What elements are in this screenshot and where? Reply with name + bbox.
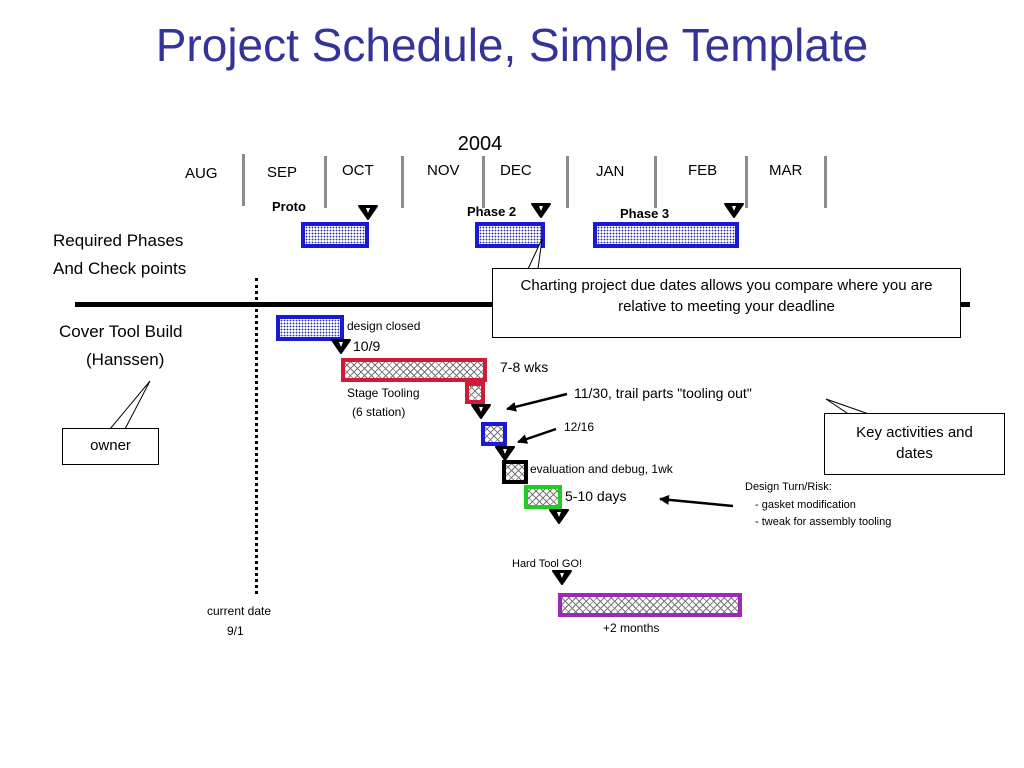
month-oct: OCT — [342, 162, 374, 179]
stations-label: (6 station) — [352, 405, 406, 419]
month-separator — [401, 156, 404, 208]
month-jan: JAN — [596, 163, 625, 180]
month-nov: NOV — [427, 162, 460, 179]
checkpoints-label: And Check points — [53, 259, 187, 278]
phase-proto-bar — [301, 222, 369, 248]
current-date-value: 9/1 — [227, 624, 244, 638]
risk-item-tweak: - tweak for assembly tooling — [755, 516, 892, 528]
stage-tooling-tail-bar — [465, 382, 485, 404]
key-activities-callout: Key activities and dates — [824, 413, 1005, 475]
date-12-16-label: 12/16 — [564, 420, 595, 434]
month-dec: DEC — [500, 162, 532, 179]
date-10-9-label: 10/9 — [353, 338, 381, 354]
hard-tool-label: Hard Tool GO! — [512, 558, 583, 570]
phase-2-label: Phase 2 — [467, 204, 517, 219]
page-title: Project Schedule, Simple Template — [155, 19, 869, 71]
month-separator — [324, 156, 327, 208]
design-bar — [276, 315, 344, 341]
phase-3-bar — [593, 222, 739, 248]
stage-tooling-bar — [341, 358, 487, 382]
phase-2-bar — [475, 222, 545, 248]
month-mar: MAR — [769, 162, 803, 179]
charting-callout-text: Charting project due dates allows you co… — [520, 277, 933, 315]
milestone-12-16-bar — [481, 422, 507, 446]
design-closed-label: design closed — [347, 319, 421, 333]
trail-parts-arrow — [506, 392, 568, 412]
phase-proto-label: Proto — [272, 199, 306, 214]
current-date-line — [255, 278, 258, 594]
charting-callout-tail — [527, 238, 543, 270]
days-label: 5-10 days — [565, 488, 627, 504]
hard-tool-bar — [558, 593, 742, 617]
owner-name-label: (Hanssen) — [86, 350, 165, 369]
month-separator — [745, 156, 748, 208]
months-plus-label: +2 months — [603, 621, 660, 635]
charting-callout: Charting project due dates allows you co… — [492, 268, 961, 338]
key-activities-callout-text: Key activities and dates — [856, 424, 973, 462]
required-phases-label: Required Phases — [53, 231, 184, 250]
month-separator — [482, 156, 485, 208]
month-separator — [824, 156, 827, 208]
weeks-label: 7-8 wks — [500, 359, 549, 375]
design-risk-arrow — [659, 494, 734, 508]
stage-tooling-label: Stage Tooling — [347, 386, 420, 400]
owner-callout-tail — [108, 380, 151, 430]
month-aug: AUG — [185, 165, 218, 182]
design-turn-bar — [524, 485, 562, 509]
month-separator — [654, 156, 657, 208]
risk-title-label: Design Turn/Risk: — [745, 481, 832, 493]
evaluation-label: evaluation and debug, 1wk — [530, 462, 673, 476]
current-date-label: current date — [207, 604, 272, 618]
cover-tool-build-label: Cover Tool Build — [59, 322, 183, 341]
month-feb: FEB — [688, 162, 718, 179]
owner-callout: owner — [62, 428, 159, 465]
month-sep: SEP — [267, 164, 298, 181]
owner-callout-text: owner — [90, 437, 131, 454]
date-12-16-arrow — [517, 427, 557, 444]
year-label: 2004 — [457, 133, 503, 155]
month-separator — [242, 154, 245, 206]
month-separator — [566, 156, 569, 208]
phase-3-label: Phase 3 — [620, 206, 670, 221]
evaluation-bar — [502, 460, 528, 484]
risk-item-gasket: - gasket modification — [755, 499, 856, 511]
trail-parts-label: 11/30, trail parts "tooling out" — [574, 385, 752, 401]
